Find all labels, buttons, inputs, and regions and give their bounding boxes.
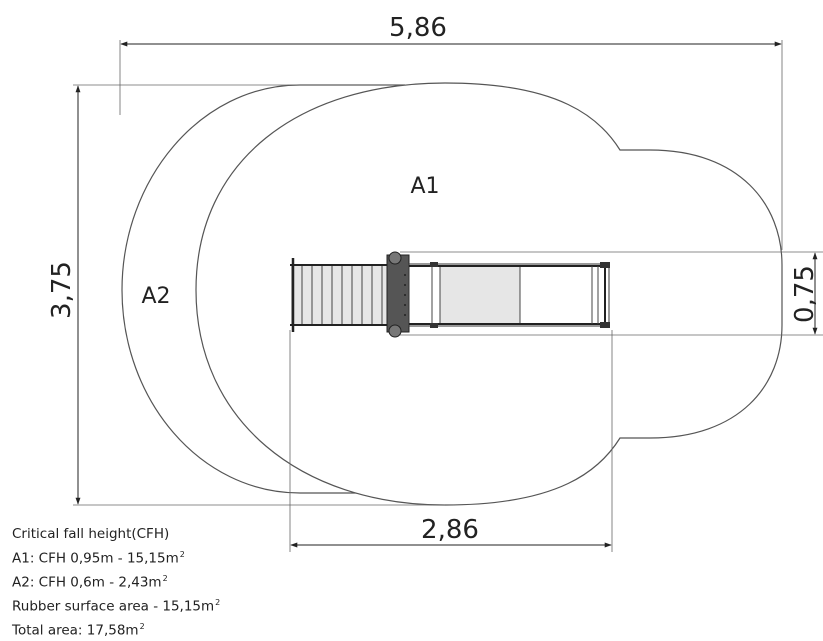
- overall-width-label: 5,86: [389, 13, 447, 43]
- legend-a2-text: A2: CFH 0,6m - 2,43m: [12, 574, 162, 590]
- legend-a1: A1: CFH 0,95m - 15,15m2: [12, 545, 220, 569]
- equipment-width-label: 0,75: [790, 265, 820, 323]
- legend-rubber-text: Rubber surface area - 15,15m: [12, 598, 215, 614]
- equipment-length-label: 2,86: [421, 515, 479, 545]
- slide-chute: [408, 262, 610, 328]
- legend-a1-superscript: 2: [179, 549, 185, 559]
- area-a2-label: A2: [141, 284, 170, 309]
- legend-heading: Critical fall height(CFH): [12, 526, 170, 542]
- legend-a2: A2: CFH 0,6m - 2,43m2: [12, 569, 220, 593]
- legend-total-superscript: 2: [139, 621, 145, 631]
- legend-total-area: Total area: 17,58m2: [12, 617, 220, 641]
- overall-height-label: 3,75: [47, 261, 77, 319]
- legend: Critical fall height(CFH) A1: CFH 0,95m …: [12, 525, 220, 641]
- area-a1-label: A1: [410, 174, 439, 199]
- ladder-steps: [290, 258, 392, 332]
- slide-equipment: [290, 251, 610, 338]
- legend-rubber-superscript: 2: [215, 597, 221, 607]
- legend-a2-superscript: 2: [162, 573, 168, 583]
- legend-rubber-surface: Rubber surface area - 15,15m2: [12, 593, 220, 617]
- legend-a1-text: A1: CFH 0,95m - 15,15m: [12, 550, 179, 566]
- extension-lines: [73, 40, 823, 552]
- safety-zone-a2-outline: [121, 84, 405, 494]
- platform: [386, 251, 410, 338]
- legend-total-text: Total area: 17,58m: [12, 622, 139, 638]
- dimension-lines: [75, 41, 818, 548]
